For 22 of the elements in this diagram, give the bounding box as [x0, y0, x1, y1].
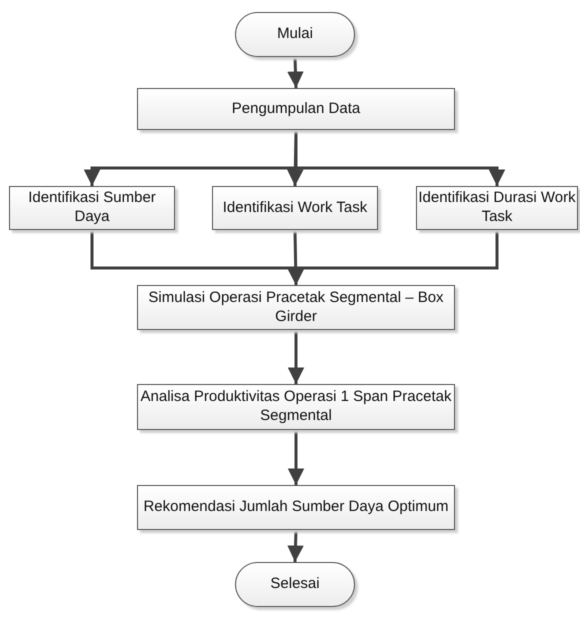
arrow [287, 530, 304, 562]
terminator-shape [235, 12, 355, 57]
node-label: Identifikasi Sumber Daya [27, 189, 157, 227]
node-label: Identifikasi Work Task [222, 198, 368, 218]
arrow [294, 130, 506, 186]
node-label: Analisa Produktivitas Operasi 1 Span Pracetak Segmental [140, 388, 452, 426]
process-box [212, 186, 378, 230]
node-label: Pengumpulan Data [232, 100, 360, 118]
node-label: Identifikasi Durasi Work Task [417, 189, 577, 227]
process-box [137, 88, 455, 130]
process-box [137, 285, 455, 330]
arrow [288, 330, 304, 384]
arrow [288, 230, 498, 285]
arrow [288, 430, 304, 485]
process-box [9, 186, 175, 230]
node-label: Mulai [277, 25, 313, 44]
node-label: Rekomendasi Jumlah Sumber Daya Optimum [143, 498, 449, 517]
node-label: Simulasi Operasi Pracetak Segmental – Box Girder [147, 288, 445, 326]
terminator-shape [235, 562, 355, 607]
arrow [287, 56, 304, 88]
process-box [137, 485, 455, 530]
node-label: Selesai [270, 575, 320, 594]
